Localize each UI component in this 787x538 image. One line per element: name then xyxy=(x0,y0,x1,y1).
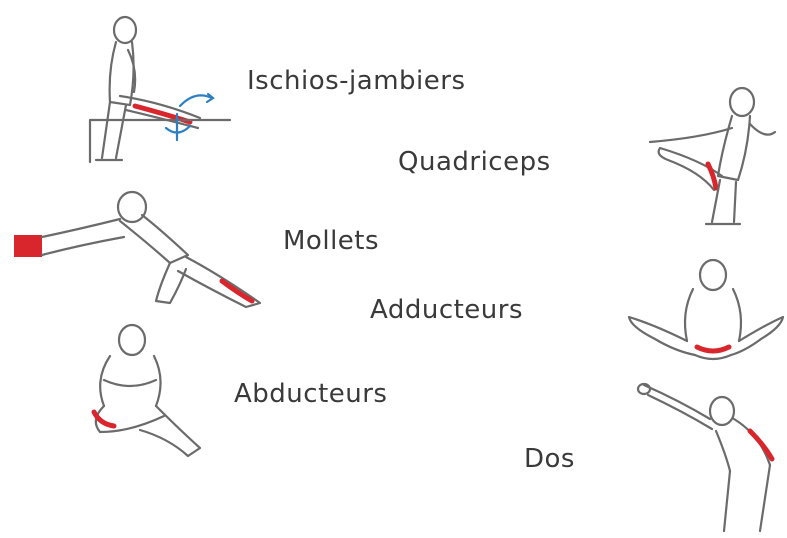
stretch-label-adductors: Adducteurs xyxy=(370,295,523,325)
calf-stretch-figure xyxy=(10,185,270,315)
stretch-label-quadriceps: Quadriceps xyxy=(398,147,551,177)
abductor-stretch-figure xyxy=(60,320,220,470)
stretch-label-hamstrings: Ischios-jambiers xyxy=(247,66,466,96)
back-stretch-figure xyxy=(630,375,785,535)
adductor-stretch-figure xyxy=(625,255,785,370)
stretch-label-abductors: Abducteurs xyxy=(234,379,387,409)
stretch-label-back: Dos xyxy=(524,444,575,474)
quadriceps-stretch-figure xyxy=(630,80,780,230)
hamstring-stretch-figure xyxy=(30,10,240,170)
stretch-label-calves: Mollets xyxy=(283,226,379,256)
